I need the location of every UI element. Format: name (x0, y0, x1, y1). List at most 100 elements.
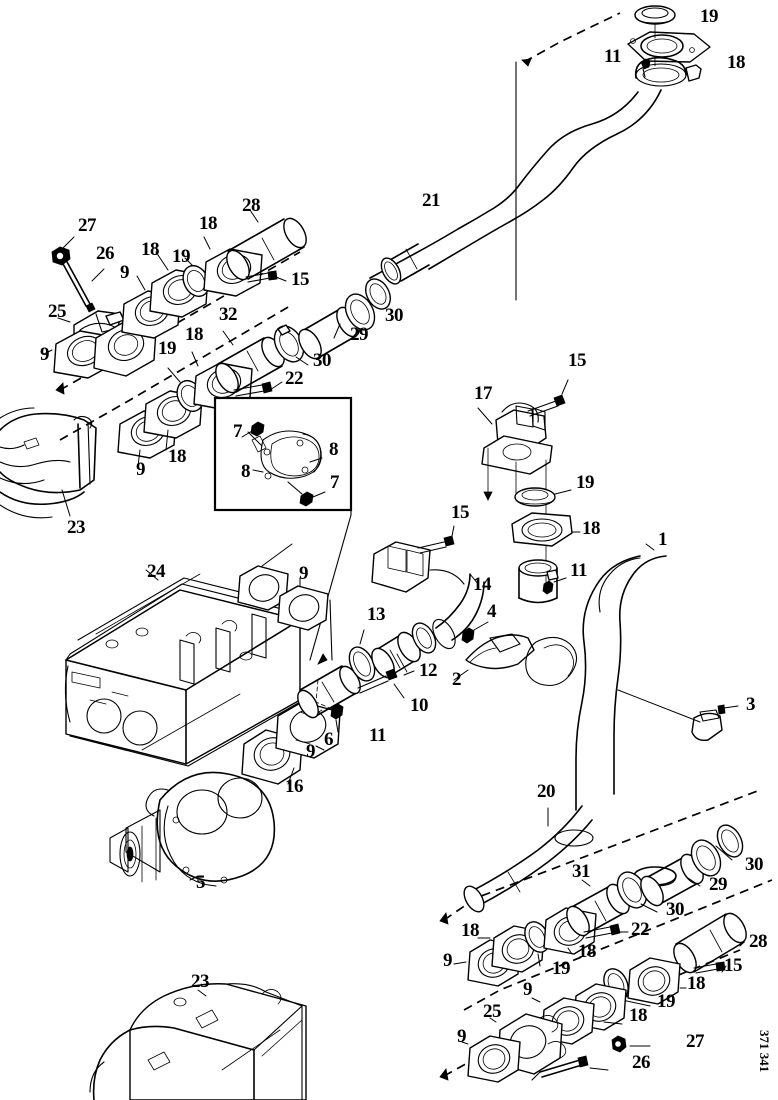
part-18-flange-mr (511, 512, 581, 547)
part-23-manifold-upper (0, 407, 97, 519)
part-15-clamp-screw-a (245, 270, 287, 283)
part-1-hose (554, 543, 739, 887)
callout-20: 20 (537, 781, 555, 802)
part-31-bellows (566, 879, 630, 937)
part-26-stud-lr (531, 1055, 609, 1081)
callout-29-ur: 29 (350, 324, 368, 345)
callout-9-ul-a: 9 (120, 262, 129, 283)
part-9-gasket-lr-c (461, 1035, 521, 1083)
callout-30-lr-b: 30 (666, 899, 684, 920)
pipe-stub-mr (518, 559, 567, 604)
callout-27-ul: 27 (78, 215, 97, 236)
part-19-ring-mr (514, 487, 572, 507)
callout-26-lr: 26 (632, 1052, 650, 1073)
callout-28-ul: 28 (242, 195, 260, 216)
callout-11-top: 11 (604, 46, 621, 67)
callout-9-lr-c: 9 (457, 1026, 466, 1047)
part-22-clamp (233, 381, 283, 397)
callout-9-mc-b: 9 (306, 741, 315, 762)
callout-22-ul: 22 (285, 368, 303, 389)
callout-14: 14 (473, 574, 492, 595)
callout-18-ul-a: 18 (199, 213, 217, 234)
callout-4: 4 (487, 601, 497, 622)
part-11-bolt-center (315, 679, 344, 733)
callout-28-lr: 28 (749, 931, 767, 952)
part-30-clamp-lr-a (690, 839, 733, 877)
callout-5: 5 (196, 872, 205, 893)
callout-18-ul-c: 18 (185, 324, 203, 345)
part-14-elbow (371, 525, 485, 650)
callout-22-lr: 22 (631, 919, 649, 940)
callout-7-a: 7 (233, 421, 243, 442)
callout-10: 10 (410, 695, 428, 716)
part-18-flange-lr-c (627, 957, 687, 1005)
part-22-clamp-lr (583, 923, 629, 939)
callout-32: 32 (219, 304, 237, 325)
callout-8-b: 8 (329, 439, 338, 460)
callout-18-top: 18 (727, 52, 745, 73)
callout-30-lr-a: 30 (745, 854, 763, 875)
callout-9-lr-a: 9 (443, 950, 452, 971)
callout-2: 2 (452, 669, 461, 690)
callout-29-lr: 29 (709, 874, 727, 895)
part-3-clamp (617, 689, 739, 742)
callout-15-mr: 15 (568, 350, 586, 371)
part-20-pipe (463, 805, 593, 913)
part-26-stud (61, 259, 105, 313)
part-10-screw (357, 668, 405, 699)
callout-18-lr-c: 18 (687, 973, 705, 994)
inset-detail-box (213, 396, 353, 665)
callout-16: 16 (285, 776, 303, 797)
part-15-clamp-lr (693, 961, 727, 974)
callout-7-b: 7 (330, 472, 340, 493)
callout-1: 1 (658, 529, 667, 550)
callout-23-ul: 23 (67, 517, 85, 538)
callout-18-ul-d: 18 (168, 446, 186, 467)
callout-8-a: 8 (241, 461, 250, 482)
callout-9-ul-c: 9 (136, 459, 145, 480)
wastegate-group (477, 379, 581, 604)
plate-code: 371 341 (757, 1030, 772, 1072)
callout-17: 17 (474, 383, 493, 404)
callout-24: 24 (147, 561, 166, 582)
callout-25-ul: 25 (48, 301, 66, 322)
callout-23-lb: 23 (191, 971, 209, 992)
part-23-manifold-lower (89, 983, 307, 1100)
callout-18-ul-b: 18 (141, 239, 159, 260)
lower-right-pipe-row (439, 789, 773, 1083)
part-30-clamp-lr-b (616, 871, 658, 913)
callout-25-lr: 25 (483, 1001, 501, 1022)
callout-30-ur-b: 30 (313, 350, 331, 371)
upper-left-pipe-row (43, 209, 391, 467)
callout-18-lr-b: 18 (578, 941, 596, 962)
callout-15-lr: 15 (724, 955, 742, 976)
callout-19-top: 19 (700, 6, 718, 27)
callout-18-lr-a: 18 (461, 920, 479, 941)
part-28-pipe (226, 209, 307, 281)
callout-9-ul-b: 9 (40, 344, 49, 365)
callout-labels: 19 11 18 21 27 28 18 26 18 19 9 15 25 32… (40, 6, 768, 1073)
callout-19-mr: 19 (576, 472, 594, 493)
callout-15-mc: 15 (451, 502, 469, 523)
callout-11-mc: 11 (369, 725, 386, 746)
top-right-inlet-group (515, 5, 711, 301)
callout-27-lr: 27 (686, 1031, 705, 1052)
callout-19-lr-b: 19 (657, 991, 675, 1012)
callout-30-ur-a: 30 (385, 305, 403, 326)
callout-26-ul: 26 (96, 243, 114, 264)
callout-15-ul: 15 (291, 269, 309, 290)
callout-9-mc-a: 9 (299, 563, 308, 584)
callout-6: 6 (324, 729, 333, 750)
part-5-turbocharger (109, 771, 276, 887)
callout-31: 31 (572, 861, 590, 882)
part-30-clamp-b (344, 293, 382, 331)
callout-21: 21 (422, 190, 440, 211)
callout-18-mr: 18 (582, 518, 600, 539)
duct-sleeve (297, 665, 361, 719)
callout-18-lr-d: 18 (629, 1005, 647, 1026)
hose-21-group (369, 89, 662, 285)
part-27-nut (51, 236, 75, 266)
callout-12: 12 (419, 660, 437, 681)
